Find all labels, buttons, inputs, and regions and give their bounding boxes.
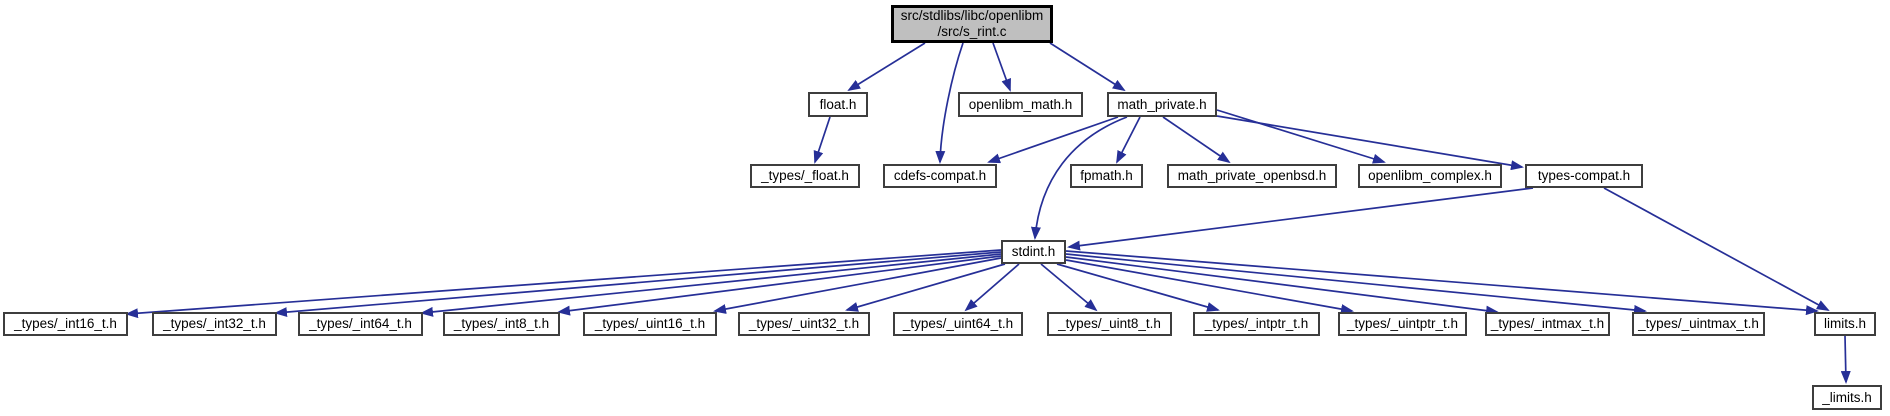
- graph-node-math_private_h[interactable]: math_private.h: [1107, 92, 1217, 117]
- graph-edge-stdint_h-to-int32: [274, 251, 1002, 318]
- graph-node-label: _types/_intmax_t.h: [1490, 316, 1605, 331]
- graph-node-label: limits.h: [1823, 316, 1866, 331]
- graph-node-label: _types/_intptr_t.h: [1204, 316, 1309, 331]
- graph-node-limits_h[interactable]: limits.h: [1814, 312, 1876, 336]
- graph-node-label: _types/_int32_t.h: [163, 316, 266, 331]
- graph-edge-stdint_h-to-uint32: [845, 263, 1006, 312]
- graph-edge-stdint_h-to-int16: [125, 249, 1002, 319]
- graph-node-label: _types/_float.h: [761, 168, 849, 183]
- graph-edge-stdint_h-to-uintptr: [1065, 259, 1354, 314]
- graph-node-math_private_openbsd_h[interactable]: math_private_openbsd.h: [1167, 164, 1337, 188]
- graph-edge-stdint_h-to-limits_h: [1065, 250, 1819, 316]
- graph-edge-root-to-float_h: [847, 42, 926, 92]
- graph-node-openlibm_math_h[interactable]: openlibm_math.h: [958, 92, 1083, 117]
- graph-edge-root-to-openlibm_math_h: [992, 42, 1011, 92]
- graph-edge-types_compat_h-to-limits_h: [1603, 187, 1830, 311]
- graph-node-uint64[interactable]: _types/_uint64_t.h: [893, 312, 1023, 336]
- graph-node-label: _types/_int8_t.h: [453, 316, 550, 331]
- graph-edge-stdint_h-to-int8: [557, 255, 1002, 316]
- graph-node-cdefs_compat_h[interactable]: cdefs-compat.h: [883, 164, 997, 188]
- graph-node-uint16[interactable]: _types/_uint16_t.h: [583, 312, 717, 336]
- graph-node-uintptr[interactable]: _types/_uintptr_t.h: [1338, 312, 1467, 336]
- graph-edge-math_private_h-to-fpmath_h: [1116, 116, 1141, 164]
- graph-node-label: _types/_uintmax_t.h: [1638, 316, 1759, 331]
- graph-edge-math_private_h-to-cdefs_compat_h: [987, 116, 1119, 164]
- graph-node-int64[interactable]: _types/_int64_t.h: [298, 312, 423, 336]
- graph-edge-root-to-math_private_h: [1049, 42, 1126, 92]
- graph-node-label: _limits.h: [1822, 389, 1872, 405]
- graph-node-label: src/stdlibs/libc/openlibm /src/s_rint.c: [900, 8, 1044, 39]
- graph-node-types_float_h[interactable]: _types/_float.h: [750, 164, 860, 188]
- graph-edge-math_private_h-to-openlibm_complex_h: [1216, 109, 1386, 164]
- graph-node-int32[interactable]: _types/_int32_t.h: [152, 312, 277, 336]
- graph-node-label: _types/_uintptr_t.h: [1346, 316, 1459, 331]
- graph-node-label: math_private.h: [1117, 96, 1207, 112]
- graph-node-stdint_h[interactable]: stdint.h: [1001, 240, 1066, 264]
- graph-node-uintmax[interactable]: _types/_uintmax_t.h: [1632, 312, 1765, 336]
- graph-edge-stdint_h-to-uint8: [1040, 263, 1098, 312]
- graph-edge-root-to-cdefs_compat_h: [935, 42, 964, 164]
- graph-edge-types_compat_h-to-stdint_h: [1067, 187, 1534, 251]
- graph-node-label: _types/_uint8_t.h: [1058, 316, 1161, 331]
- graph-node-uint32[interactable]: _types/_uint32_t.h: [738, 312, 870, 336]
- graph-node-types_compat_h[interactable]: types-compat.h: [1525, 164, 1643, 188]
- graph-node-label: _types/_int64_t.h: [309, 316, 412, 331]
- graph-node-label: _types/_uint16_t.h: [594, 316, 706, 331]
- graph-edge-stdint_h-to-uint64: [964, 263, 1020, 312]
- graph-node-fpmath_h[interactable]: fpmath.h: [1070, 164, 1143, 188]
- graph-node-label: float.h: [819, 96, 857, 112]
- graph-node-label: cdefs-compat.h: [893, 168, 987, 183]
- graph-edge-math_private_h-to-math_private_openbsd_h: [1162, 116, 1231, 164]
- graph-node-int16[interactable]: _types/_int16_t.h: [3, 312, 128, 336]
- graph-node-label: openlibm_complex.h: [1368, 168, 1492, 183]
- graph-edge-math_private_h-to-types_compat_h: [1216, 115, 1524, 171]
- graph-node-label: math_private_openbsd.h: [1177, 168, 1327, 183]
- graph-node-limits2_h[interactable]: _limits.h: [1812, 385, 1882, 410]
- graph-edge-stdint_h-to-intmax: [1065, 256, 1499, 316]
- graph-node-label: _types/_uint64_t.h: [902, 316, 1014, 331]
- graph-node-label: _types/_int16_t.h: [14, 316, 117, 331]
- graph-edge-limits_h-to-limits2_h: [1840, 335, 1851, 384]
- graph-node-intmax[interactable]: _types/_intmax_t.h: [1485, 312, 1610, 336]
- graph-node-label: stdint.h: [1011, 244, 1056, 259]
- graph-node-label: fpmath.h: [1080, 168, 1133, 183]
- graph-edge-stdint_h-to-int64: [420, 253, 1002, 317]
- graph-node-uint8[interactable]: _types/_uint8_t.h: [1047, 312, 1172, 336]
- graph-node-label: openlibm_math.h: [968, 96, 1073, 112]
- graph-edge-stdint_h-to-intptr: [1056, 263, 1220, 312]
- graph-node-label: _types/_uint32_t.h: [748, 316, 860, 331]
- graph-node-int8[interactable]: _types/_int8_t.h: [443, 312, 560, 336]
- graph-node-float_h[interactable]: float.h: [808, 92, 868, 117]
- graph-node-openlibm_complex_h[interactable]: openlibm_complex.h: [1358, 164, 1502, 188]
- graph-node-intptr[interactable]: _types/_intptr_t.h: [1193, 312, 1320, 336]
- graph-node-label: types-compat.h: [1537, 168, 1631, 183]
- graph-node-root: src/stdlibs/libc/openlibm /src/s_rint.c: [891, 5, 1053, 43]
- graph-edge-stdint_h-to-uintmax: [1065, 253, 1647, 315]
- graph-edge-math_private_h-to-stdint_h: [1030, 116, 1128, 240]
- graph-edge-stdint_h-to-uint16: [713, 257, 1002, 314]
- graph-edge-float_h-to-types_float_h: [813, 116, 831, 164]
